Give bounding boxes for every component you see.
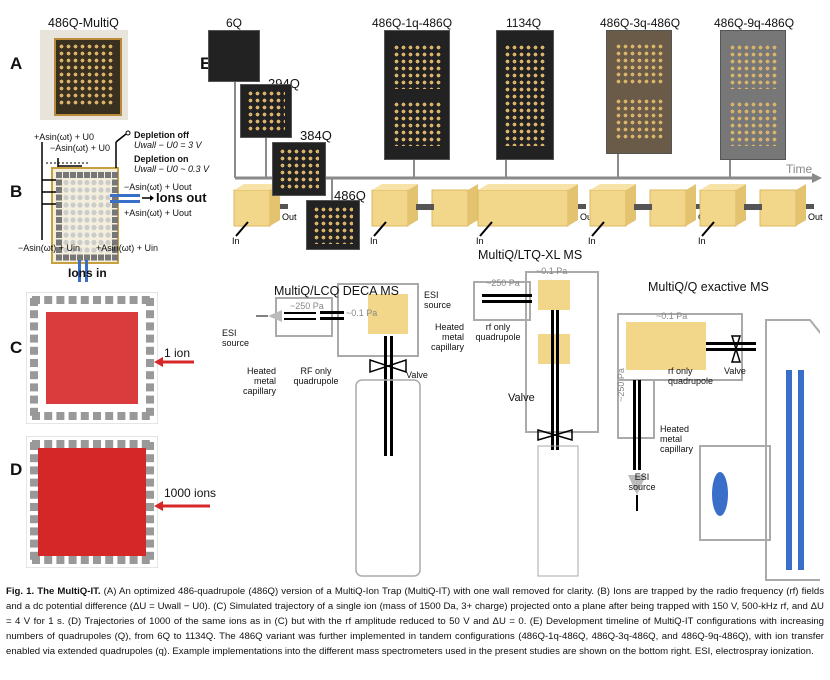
ms2-esi: ESI source: [424, 290, 452, 310]
config-486q-9q-486q: 486Q-9q-486Q: [714, 16, 795, 30]
photo-486q: [306, 200, 360, 250]
in-label: In: [476, 236, 484, 246]
ms1-esi: ESI source: [222, 328, 250, 348]
b-depletion-off-eq: Uwall − U0 = 3 V: [134, 140, 202, 150]
c-annotation: 1 ion: [164, 346, 191, 360]
figure-caption: Fig. 1. The MultiQ-IT. (A) An optimized …: [6, 584, 824, 659]
in-label: In: [370, 236, 378, 246]
config-486q-3q-486q: 486Q-3q-486Q: [600, 16, 681, 30]
ms3-esi: ESI source: [628, 472, 656, 492]
config-1134q: 1134Q: [506, 16, 542, 30]
caption-fig-label: Fig. 1. The MultiQ-IT.: [6, 586, 101, 597]
b-ions-in: Ions in: [68, 266, 107, 280]
panel-label-d: D: [10, 460, 23, 479]
b-out-minus: −Asin(ωt) + Uout: [124, 182, 192, 192]
d-arrow-icon: [154, 501, 210, 511]
in-label: In: [698, 236, 706, 246]
panel-label-e: E: [200, 54, 212, 73]
config-486q: 486Q: [334, 188, 366, 203]
ms2-quad: rf only quadrupole: [475, 322, 521, 342]
out-label: Out: [808, 212, 823, 222]
photo-486q-multiq: [40, 30, 128, 120]
photo-6q: [208, 30, 260, 82]
ms1-quad: RF only quadrupole: [293, 366, 339, 386]
out-label: Out: [580, 212, 595, 222]
ms3-valve: Valve: [724, 366, 746, 376]
ms3-title: MultiQ/Q exactive MS: [648, 280, 769, 294]
photo-1134q: [496, 30, 554, 160]
ms-diagrams: [256, 271, 820, 581]
caption-text: (A) An optimized 486-quadrupole (486Q) v…: [6, 586, 824, 657]
ms2-capillary: Heated metal capillary: [430, 322, 464, 352]
panel-label-b: B: [10, 182, 23, 201]
b-depletion-off: Depletion off: [134, 130, 189, 140]
single-ion-trajectory: [46, 312, 138, 404]
b-in-minus: −Asin(ωt) + Uin: [18, 243, 81, 253]
b-rf-top-plus: +Asin(ωt) + U0: [34, 132, 95, 142]
timeline: OutInOutInOutInOutInOutIn: [232, 80, 823, 246]
out-label: Out: [282, 212, 297, 222]
b-depletion-on-eq: Uwall − U0 ~ 0.3 V: [134, 164, 210, 174]
b-rf-top-minus: −Asin(ωt) + U0: [50, 143, 111, 153]
ms2-pressure-high: ~250 Pa: [486, 278, 520, 288]
c-arrow-icon: [154, 357, 194, 367]
panel-d-trajectory: [26, 436, 158, 568]
b-in-plus: +Asin(ωt) + Uin: [96, 243, 159, 253]
panel-label-a: A: [10, 54, 23, 73]
d-annotation: 1000 ions: [164, 486, 217, 500]
ms3-pressure-high: ~250 Pa: [615, 368, 626, 402]
ms1-valve: Valve: [406, 370, 428, 380]
ms1-diagram: [256, 283, 421, 577]
ms1-pressure-high: ~250 Pa: [290, 301, 324, 311]
ms3-pressure-low: ~0.1 Pa: [656, 311, 688, 321]
photo-486q-9q-486q: [720, 30, 786, 160]
in-label: In: [232, 236, 240, 246]
ms2-pressure-low: ~0.1 Pa: [536, 266, 568, 276]
config-486q-1q-486q: 486Q-1q-486Q: [372, 16, 453, 30]
photo-486q-3q-486q: [606, 30, 672, 154]
config-384q: 384Q: [300, 128, 332, 143]
panel-a-title: 486Q-MultiQ: [48, 16, 119, 30]
b-out-plus: +Asin(ωt) + Uout: [124, 208, 192, 218]
many-ions-trajectory: [38, 448, 146, 556]
ms3-capillary: Heated metal capillary: [660, 424, 694, 454]
ms3-diagram: [617, 313, 820, 581]
time-label: Time: [786, 162, 813, 176]
config-6q: 6Q: [226, 16, 243, 30]
panel-label-c: C: [10, 338, 23, 357]
photo-294q: [240, 84, 292, 138]
ms2-valve: Valve: [508, 392, 535, 404]
ms1-pressure-low: ~0.1 Pa: [346, 308, 378, 318]
photo-384q: [272, 142, 326, 196]
b-ions-out: Ions out: [156, 190, 207, 205]
ms3-quad: rf only quadrupole: [668, 366, 714, 386]
ms2-diagram: [473, 271, 599, 577]
panel-b-diagram: [41, 130, 154, 282]
b-depletion-on: Depletion on: [134, 154, 189, 164]
in-label: In: [588, 236, 596, 246]
ms2-title: MultiQ/LTQ-XL MS: [478, 248, 583, 262]
ms1-title: MultiQ/LCQ DECA MS: [274, 284, 400, 298]
ms1-capillary: Heated metal capillary: [242, 366, 276, 396]
panel-c-trajectory: [26, 292, 158, 424]
photo-486q-1q-486q: [384, 30, 450, 160]
